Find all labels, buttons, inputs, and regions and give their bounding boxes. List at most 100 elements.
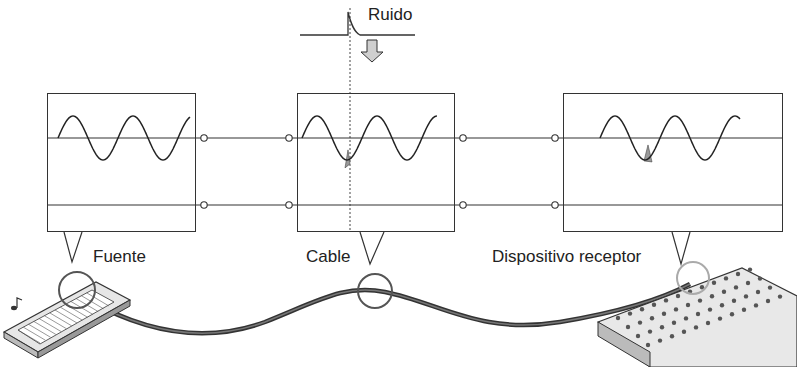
mixer-knob — [712, 281, 716, 285]
connector-line — [196, 137, 297, 138]
mixer-knob — [758, 276, 762, 280]
music-note — [11, 306, 17, 310]
terminal — [460, 135, 466, 141]
mixer-knob — [768, 285, 772, 289]
key-line — [60, 307, 82, 320]
mixer-knob — [696, 312, 700, 316]
signal-wire — [563, 137, 783, 138]
box-label: Fuente — [93, 247, 146, 267]
keyboard-illustration — [4, 282, 130, 358]
key-line — [18, 330, 40, 343]
mixer-knob — [626, 325, 630, 329]
mixer-knob — [746, 281, 750, 285]
box-label: Dispositivo receptor — [492, 247, 641, 267]
mixer-knob — [748, 267, 752, 271]
terminal — [460, 202, 466, 208]
box-label: Cable — [306, 247, 350, 267]
signal-connector — [455, 202, 563, 208]
mixer-knob — [658, 338, 662, 342]
mixer-knob — [694, 325, 698, 329]
connector-line — [455, 204, 563, 205]
connector-line — [196, 204, 297, 205]
mixer-knobs — [616, 267, 782, 347]
mixer-knob — [710, 294, 714, 298]
mixer-knob — [724, 276, 728, 280]
mixer-knob — [686, 303, 690, 307]
mixer-knob — [778, 294, 782, 298]
key-line — [50, 313, 72, 326]
signal-connector — [455, 135, 563, 141]
mixer-body — [598, 268, 797, 367]
terminal — [286, 202, 292, 208]
mixer-knob — [722, 290, 726, 294]
mixer-knob — [676, 294, 680, 298]
terminal — [286, 135, 292, 141]
mixer-knob — [664, 298, 668, 302]
mixer-illustration — [598, 267, 797, 367]
callout-pointer — [360, 232, 384, 264]
key-line — [34, 321, 56, 334]
mixer-knob — [650, 316, 654, 320]
terminal — [552, 202, 558, 208]
key-line — [87, 293, 109, 306]
detail-circle — [358, 274, 392, 308]
mixer-knob — [718, 316, 722, 320]
signal-wire — [297, 137, 455, 138]
mixer-knob — [720, 303, 724, 307]
mixer-knob — [636, 334, 640, 338]
terminal — [552, 135, 558, 141]
noise-label: Ruido — [368, 5, 412, 25]
mixer-knob — [708, 307, 712, 311]
mixer-knob — [732, 299, 736, 303]
mixer-knob — [672, 321, 676, 325]
key-line — [55, 310, 77, 323]
key-line — [39, 319, 61, 332]
signal-wire — [47, 204, 196, 205]
mixer-knob — [706, 321, 710, 325]
mixer-knob — [744, 294, 748, 298]
mixer-knob — [652, 303, 656, 307]
mixer-knob — [628, 311, 632, 315]
mixer-knob — [698, 298, 702, 302]
callout-pointer — [672, 232, 690, 264]
key-line — [23, 327, 45, 340]
signal-box: Cable — [297, 93, 455, 232]
mixer-knob — [730, 312, 734, 316]
key-line — [29, 324, 51, 337]
time-marker — [350, 8, 351, 230]
mixer-knob — [638, 320, 642, 324]
mixer-knob — [684, 316, 688, 320]
detail-circle — [677, 262, 709, 294]
noise-illustration — [300, 8, 415, 230]
signal-wire — [47, 137, 196, 138]
mixer-knob — [662, 312, 666, 316]
signal-box: Fuente — [47, 93, 196, 232]
mixer-front — [598, 322, 650, 367]
music-note-stem — [17, 298, 22, 308]
sine-wave — [302, 116, 437, 160]
mixer-knob — [682, 330, 686, 334]
mixer-knob — [616, 316, 620, 320]
sine-wave — [600, 116, 740, 160]
mixer-knob — [640, 307, 644, 311]
key-line — [44, 316, 66, 329]
signal-waves — [47, 116, 783, 205]
terminal — [201, 202, 207, 208]
connector-line — [455, 137, 563, 138]
callout-pointer — [64, 232, 82, 262]
signal-box: Dispositivo receptor — [563, 93, 783, 232]
mixer-knob — [674, 307, 678, 311]
detail-circle — [59, 272, 95, 308]
mixer-knob — [646, 343, 650, 347]
terminal — [201, 135, 207, 141]
signal-wire — [297, 204, 455, 205]
keyboard-keys — [18, 290, 114, 344]
mixer-knob — [754, 303, 758, 307]
mixer-knob — [734, 285, 738, 289]
mixer-knob — [736, 272, 740, 276]
signal-connector — [196, 202, 297, 208]
mixer-knob — [648, 329, 652, 333]
mixer-knob — [670, 334, 674, 338]
